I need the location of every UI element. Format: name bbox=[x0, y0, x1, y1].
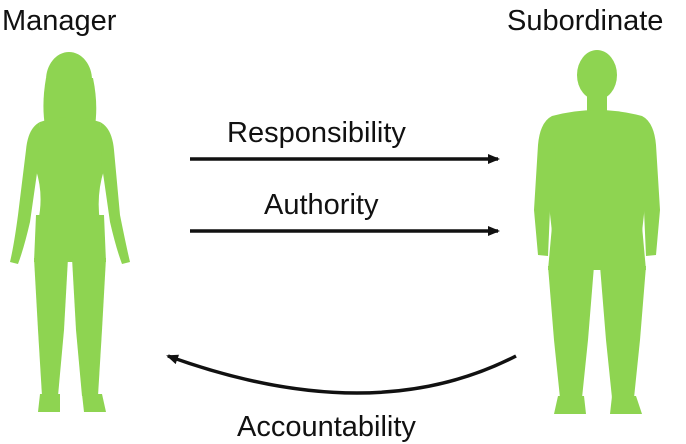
authority-label: Authority bbox=[264, 189, 379, 221]
subordinate-label: Subordinate bbox=[507, 5, 663, 37]
responsibility-label: Responsibility bbox=[227, 117, 406, 149]
man-silhouette-icon bbox=[534, 50, 660, 414]
accountability-label: Accountability bbox=[237, 411, 416, 443]
accountability-arrow bbox=[166, 354, 517, 395]
woman-silhouette-icon bbox=[10, 52, 130, 412]
manager-label: Manager bbox=[2, 5, 117, 37]
